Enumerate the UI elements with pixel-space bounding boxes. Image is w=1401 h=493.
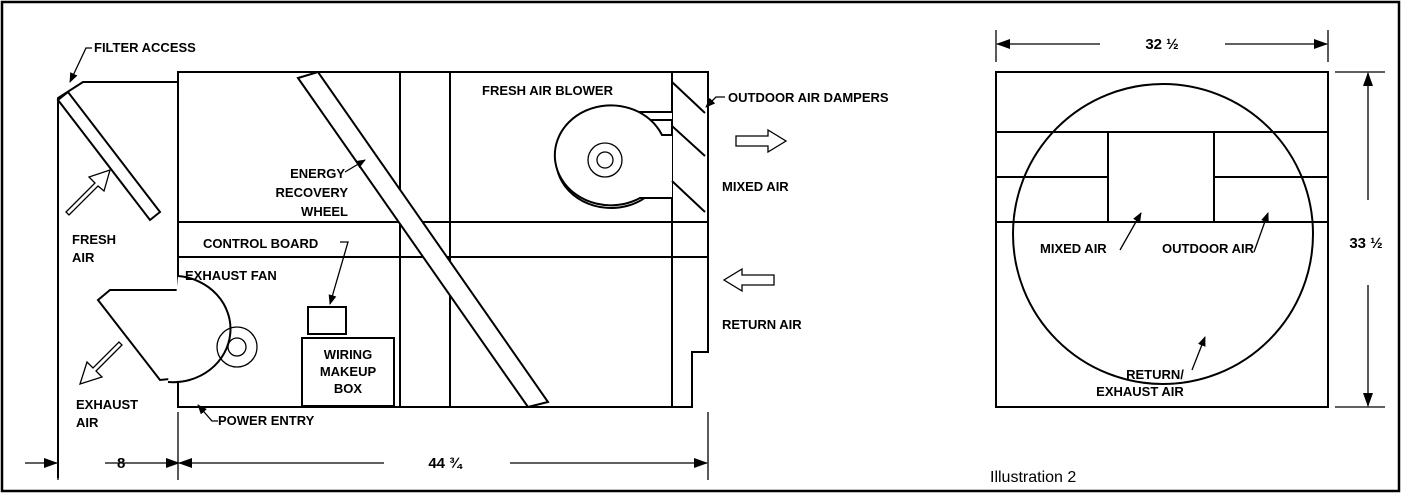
label-filter-access: FILTER ACCESS: [94, 40, 196, 55]
caption: Illustration 2: [990, 469, 1076, 486]
label-wheel: WHEEL: [301, 204, 348, 219]
label-end-outdoor-air: OUTDOOR AIR: [1162, 241, 1255, 256]
label-fresh-air: AIR: [72, 250, 95, 265]
filter: [56, 81, 178, 478]
label-recovery: RECOVERY: [276, 185, 349, 200]
dim-left: 8: [117, 455, 125, 472]
mixed-air-arrow: [735, 128, 788, 154]
wiring-makeup-box: [301, 337, 395, 407]
label-end-mixed-air: MIXED AIR: [1040, 241, 1107, 256]
side-view: FILTER ACCESS FRESH AIR BLOWER OUTDOOR A…: [25, 40, 889, 480]
exhaust-air-arrow: [78, 341, 123, 386]
label-exhaust-air-end: EXHAUST AIR: [1096, 384, 1184, 399]
label-wiring: WIRING: [324, 347, 372, 362]
unit-body: [177, 71, 709, 408]
dim-end-width: 32 ½: [1145, 36, 1178, 53]
control-board: [307, 306, 347, 335]
label-energy: ENERGY: [290, 166, 345, 181]
label-exhaust-fan: EXHAUST FAN: [185, 268, 277, 283]
dim-end-height: 33 ½: [1349, 235, 1382, 252]
label-return: RETURN/: [1126, 367, 1184, 382]
fresh-air-arrow: [65, 168, 111, 216]
label-control-board: CONTROL BOARD: [203, 236, 318, 251]
label-exhaust: EXHAUST: [76, 397, 138, 412]
label-mixed-air: MIXED AIR: [722, 179, 789, 194]
return-air-arrow: [722, 267, 775, 293]
exhaust-fan: [96, 275, 258, 384]
label-fresh: FRESH: [72, 232, 116, 247]
dim-width: 44 ¾: [428, 455, 463, 472]
energy-wheel-circle: [1012, 83, 1314, 385]
label-return-air: RETURN AIR: [722, 317, 802, 332]
label-fresh-air-blower: FRESH AIR BLOWER: [482, 83, 614, 98]
label-box: BOX: [334, 381, 363, 396]
label-outdoor-air-dampers: OUTDOOR AIR DAMPERS: [728, 90, 889, 105]
label-exhaust-air: AIR: [76, 415, 99, 430]
energy-recovery-wheel: [296, 70, 550, 409]
label-power-entry: POWER ENTRY: [218, 413, 315, 428]
label-makeup: MAKEUP: [320, 364, 377, 379]
fresh-air-blower: [553, 104, 672, 209]
end-view-box: [995, 71, 1329, 408]
end-view: MIXED AIR OUTDOOR AIR RETURN/ EXHAUST AI…: [990, 30, 1385, 486]
outdoor-air-dampers: [671, 81, 706, 213]
